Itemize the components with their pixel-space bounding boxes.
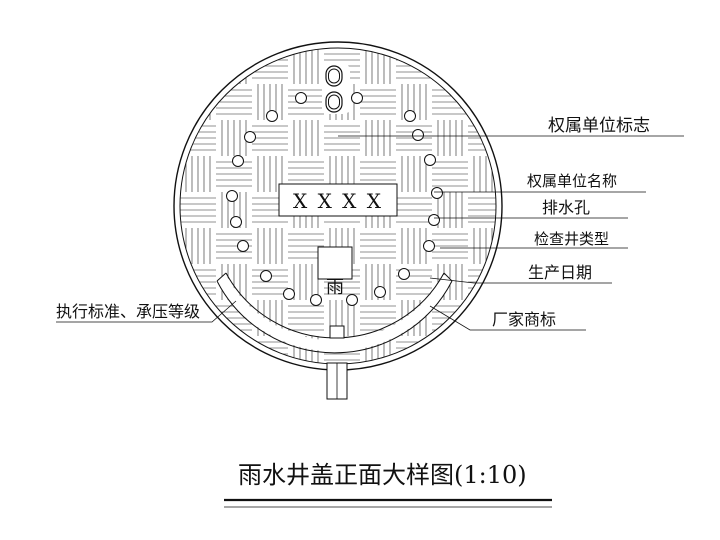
label-owner-logo: 权属单位标志	[548, 116, 650, 136]
drain-hole	[423, 240, 435, 252]
drain-hole	[351, 92, 363, 104]
anti-slip-hatch-pattern	[180, 48, 496, 364]
drawing-title: 雨水井盖正面大样图(1:10)	[238, 461, 527, 489]
drain-hole	[404, 110, 416, 122]
label-owner-name: 权属单位名称	[527, 172, 617, 190]
drain-hole	[283, 288, 295, 300]
drain-hole	[374, 286, 386, 298]
drain-hole	[428, 214, 440, 226]
drain-hole	[237, 240, 249, 252]
drain-hole	[346, 294, 358, 306]
label-standard-grade: 执行标准、承压等级	[56, 302, 200, 321]
well-type-box	[317, 246, 353, 280]
owner-name-placeholder: X X X X	[293, 189, 383, 213]
leader-lines	[56, 135, 684, 331]
cover-handle-stem	[326, 362, 348, 400]
drain-hole	[431, 187, 443, 199]
well-type-char: 雨	[326, 277, 344, 298]
drain-hole	[226, 190, 238, 202]
drain-hole	[424, 154, 436, 166]
drain-hole	[412, 129, 424, 141]
drain-hole	[266, 110, 278, 122]
manufacturer-mark-box	[329, 325, 345, 339]
label-manufacturer-mark: 厂家商标	[492, 310, 556, 329]
label-well-type: 检查井类型	[534, 230, 609, 248]
drain-holes	[226, 92, 443, 306]
drain-hole	[310, 294, 322, 306]
drain-hole	[244, 131, 256, 143]
drain-hole	[295, 92, 307, 104]
owner-logo-icon	[322, 64, 350, 114]
label-drain-hole: 排水孔	[542, 198, 590, 217]
drain-hole	[232, 155, 244, 167]
drain-hole	[230, 216, 242, 228]
owner-name-plate	[278, 183, 398, 217]
label-production-date: 生产日期	[528, 263, 592, 282]
drain-hole	[398, 268, 410, 280]
drain-hole	[260, 270, 272, 282]
